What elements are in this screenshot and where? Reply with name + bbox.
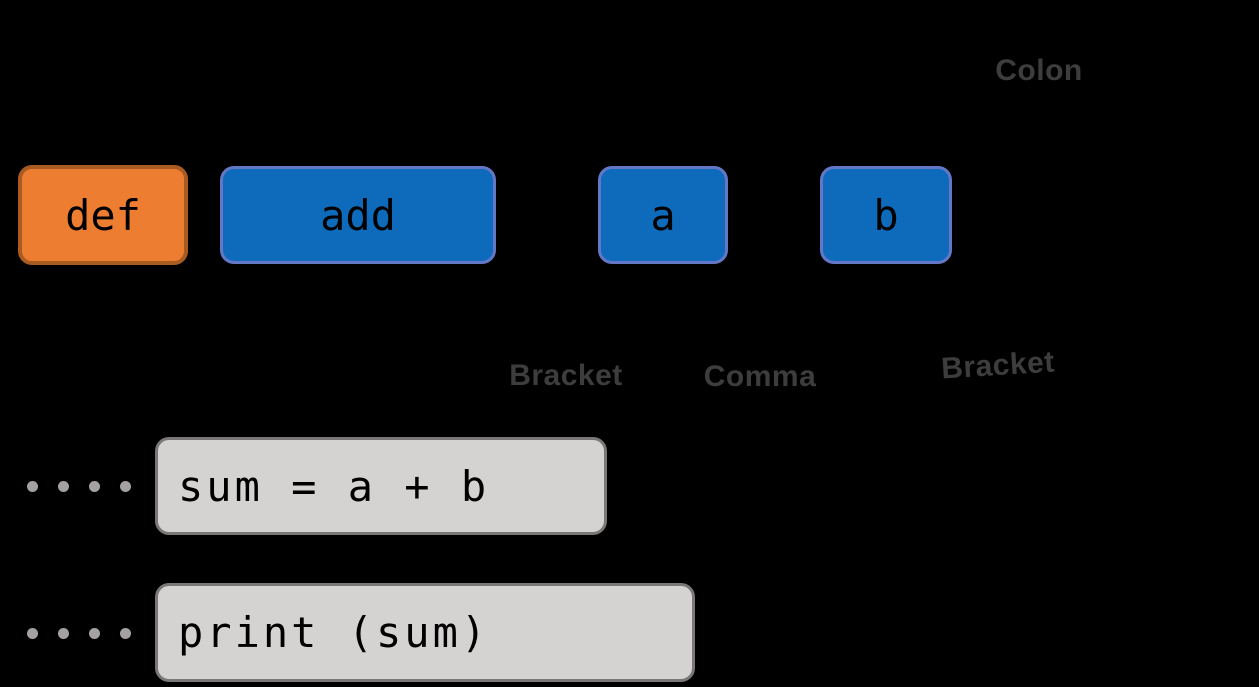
indent-dot [120, 628, 131, 639]
indent-dot [27, 628, 38, 639]
code-text: print (sum) [178, 608, 490, 657]
token-label: b [873, 190, 899, 240]
token-function-name: add [220, 166, 496, 264]
token-def-keyword: def [18, 165, 188, 265]
code-text: sum = a + b [178, 461, 490, 511]
token-parameter-b: b [820, 166, 952, 264]
colon-label: Colon [995, 54, 1083, 87]
token-label: add [320, 190, 396, 240]
indent-dot [27, 481, 38, 492]
close-bracket-label: Bracket [940, 345, 1056, 386]
token-parameter-a: a [598, 166, 728, 264]
indent-dot [89, 628, 100, 639]
code-box-print: print (sum) [155, 583, 695, 682]
indent-dot [89, 481, 100, 492]
code-box-sum: sum = a + b [155, 437, 607, 535]
indent-dot [120, 481, 131, 492]
indent-dot [58, 481, 69, 492]
indent-dots [27, 481, 131, 492]
open-bracket-label: Bracket [509, 359, 623, 392]
indent-dots [27, 628, 131, 639]
token-label: def [65, 190, 141, 240]
token-label: a [650, 190, 676, 240]
indent-dot [58, 628, 69, 639]
comma-label: Comma [703, 360, 817, 393]
